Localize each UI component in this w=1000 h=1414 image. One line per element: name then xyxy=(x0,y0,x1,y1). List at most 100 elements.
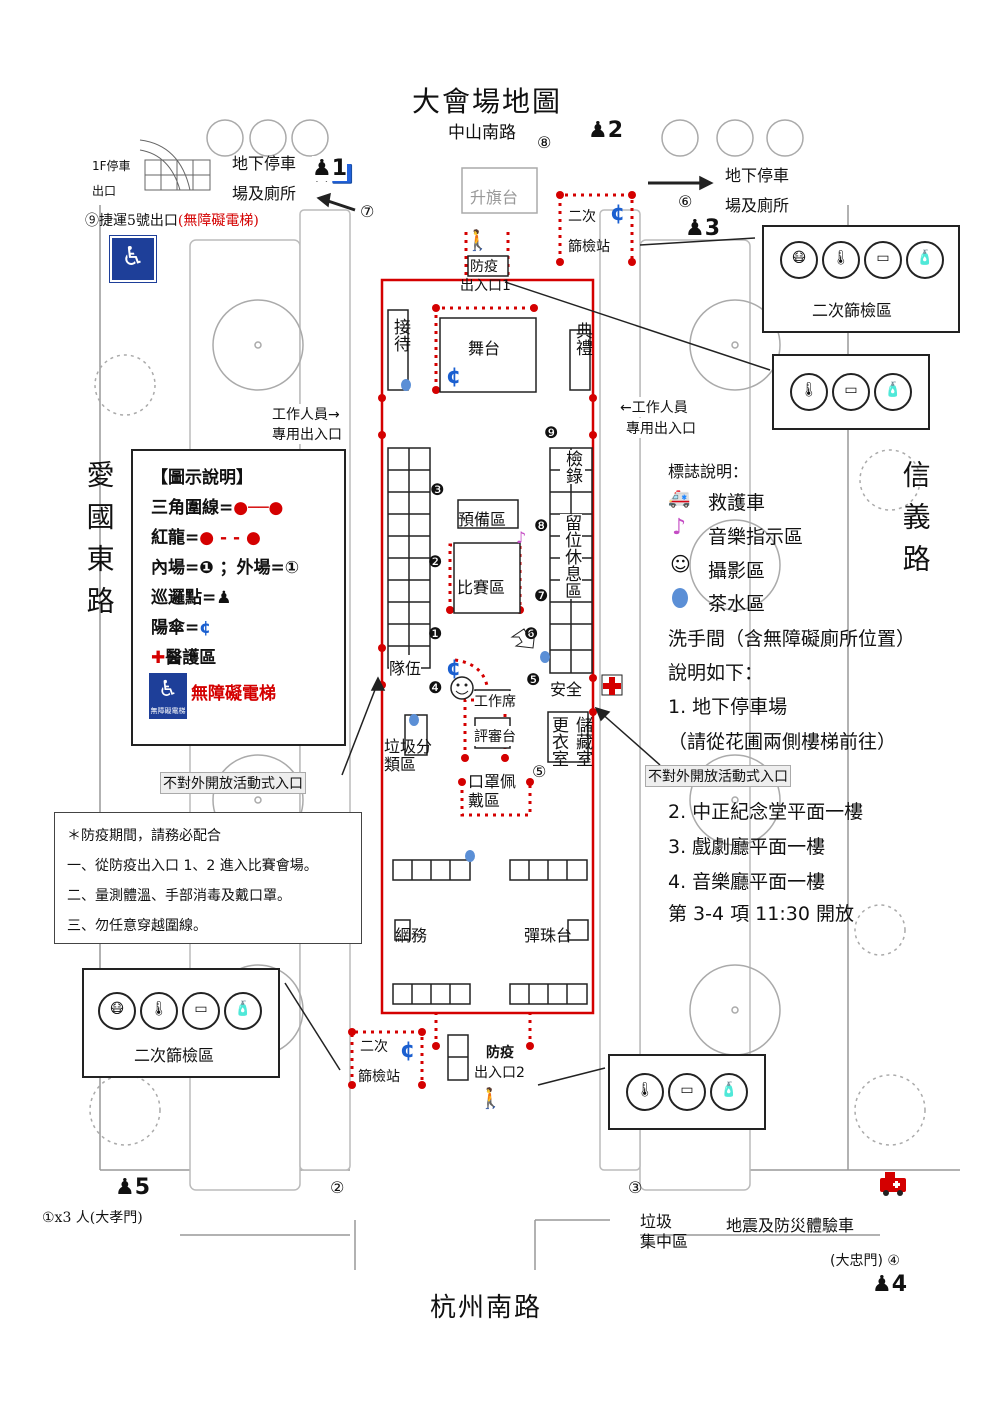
accessible-elevator-icon: ♿ xyxy=(109,235,157,283)
parking-1f-label: 1F停車 xyxy=(92,159,131,173)
parking-exit-label: 出口 xyxy=(92,184,117,198)
covid-line-0: ＊防疫期間，請務必配合 xyxy=(67,828,221,844)
medical-cross-icon: ✚ xyxy=(151,648,166,668)
road-east: 信義路 xyxy=(898,460,932,586)
sign-photo: 攝影區 xyxy=(708,560,766,582)
entrance-2-check-box: 🌡▭🧴 xyxy=(608,1054,766,1130)
patrol-2-number: 2 xyxy=(607,118,624,143)
sign-music: 音樂指示區 xyxy=(708,526,804,548)
entrance-1-label-a: 防疫 xyxy=(470,259,498,275)
sign-ambulance: 救護車 xyxy=(708,492,766,514)
sign-item-4: 4. 音樂廳平面一樓 xyxy=(668,871,826,893)
sanitizer-icon: 🧴 xyxy=(906,241,944,279)
inner-mark-8: ❽ xyxy=(534,516,549,535)
inner-mark-5: ❺ xyxy=(526,670,541,689)
screening-area-label-bottom: 二次篩檢區 xyxy=(134,1046,215,1065)
thermometer-icon: 🌡 xyxy=(140,992,178,1030)
storage-room-label: 儲藏室 xyxy=(572,716,592,767)
flagpole-label: 升旗台 xyxy=(470,188,519,207)
circle-7: ⑦ xyxy=(360,202,375,221)
legend-triangle: 三角圍線=●──● xyxy=(151,493,283,518)
patrol-point-3: ♟3 xyxy=(685,216,721,241)
changing-room-label: 更衣室 xyxy=(548,716,568,767)
mrt-exit-label: ⑨捷運5號出口(無障礙電梯) xyxy=(85,210,259,230)
secondary-screening-area-bottom: 😷🌡▭🧴 二次篩檢區 xyxy=(82,968,280,1078)
legend-accessible-label: 無障礙電梯 xyxy=(191,684,276,704)
legend-medical: ✚醫護區 xyxy=(151,643,216,668)
mrt-accessible-text: (無障礙電梯) xyxy=(177,213,259,229)
reception-label: 接待 xyxy=(390,318,410,352)
legend-patrol-label: 巡邏點= xyxy=(151,588,217,608)
thermometer-icon: 🌡 xyxy=(822,241,860,279)
sign-item-2: 2. 中正紀念堂平面一樓 xyxy=(668,801,864,823)
gate-4-label: (大忠門) ④ xyxy=(830,1253,900,1269)
triangle-line-icon: ●──● xyxy=(233,498,284,518)
sign-item-3: 3. 戲劇廳平面一樓 xyxy=(668,836,826,858)
legend-barrier-label: 紅龍= xyxy=(151,528,200,548)
patrol-1-number: 1 xyxy=(331,156,348,181)
covid-notice: ＊防疫期間，請務必配合 一、從防疫出入口 1、2 進入比賽會場。 二、量測體溫、… xyxy=(54,812,362,944)
entrance-1-check-box: 🌡▭🧴 xyxy=(772,354,930,430)
covid-line-2: 二、量測體溫、手部消毒及戴口罩。 xyxy=(67,888,291,904)
inner-mark-3: ❸ xyxy=(430,480,445,499)
secondary-screening-area-top: 😷🌡▭🧴 二次篩檢區 xyxy=(762,225,960,333)
patrol-5-number: 5 xyxy=(134,1175,151,1200)
legend-badge-text: 無障礙電梯 xyxy=(150,707,186,715)
inner-mark-7: ❼ xyxy=(534,586,549,605)
legend-barrier: 紅龍=● - - ● xyxy=(151,523,261,548)
sign-item-1-note: （請從花圃兩側樓梯前往） xyxy=(668,731,897,753)
svg-text:¢: ¢ xyxy=(400,1038,415,1063)
legend-box: 【圖示說明】 三角圍線=●──● 紅龍=● - - ● 內場=❶ ；外場=① 巡… xyxy=(131,449,346,746)
gate-1-label: ①x3 人(大孝門) xyxy=(42,1210,143,1226)
legend-umbrella-label: 陽傘= xyxy=(151,618,200,638)
sign-note: 第 3-4 項 11:30 開放 xyxy=(668,903,854,925)
thermometer-icon: 🌡 xyxy=(626,1073,664,1111)
legend-heading: 【圖示說明】 xyxy=(151,468,253,488)
screening-station-top-1: 二次 xyxy=(568,209,596,225)
mask-icon: ▭ xyxy=(864,241,902,279)
patrol-icon: ♟ xyxy=(216,588,232,608)
closed-entrance-left: 不對外開放活動式入口 xyxy=(160,772,306,794)
patrol-point-5: ♟5 xyxy=(115,1175,151,1200)
patrol-4-number: 4 xyxy=(891,1272,908,1297)
rest-area-label: 留位休息區 xyxy=(560,514,583,599)
staff-entrance-right-2: 專用出入口 xyxy=(626,418,696,438)
sign-explain: 說明如下： xyxy=(668,662,764,684)
screening-station-bottom-1: 二次 xyxy=(360,1039,388,1055)
patrol-point-1-label: ♟1 xyxy=(312,156,348,181)
outer-mark-5: ⑤ xyxy=(532,762,547,781)
earthquake-vehicle-label: 地震及防災體驗車 xyxy=(726,1216,855,1235)
covid-line-3: 三、勿任意穿越圍線。 xyxy=(67,918,207,934)
underground-parking-left-1: 地下停車 xyxy=(232,154,297,173)
mask-icon: ▭ xyxy=(182,992,220,1030)
screening-station-bottom-2: 篩檢站 xyxy=(358,1069,400,1085)
smiley-icon: ☺ xyxy=(670,552,691,576)
legend-triangle-label: 三角圍線= xyxy=(151,498,234,518)
legend-accessible-badge: ♿無障礙電梯 xyxy=(149,673,187,719)
sign-item-1: 1. 地下停車場 xyxy=(668,696,788,718)
network-label: 網務 xyxy=(395,926,428,945)
tea-drop-icon xyxy=(672,588,688,608)
umbrella-icon: ¢ xyxy=(199,618,212,638)
entrance-2-label-b: 出入口2 xyxy=(474,1065,525,1081)
barrier-line-icon: ● - - ● xyxy=(199,528,261,548)
sign-restroom: 洗手間（含無障礙廁所位置） xyxy=(668,628,916,650)
walker-icon-top: 🚶 xyxy=(465,228,490,252)
prep-area-label: 預備區 xyxy=(458,510,507,529)
legend-umbrella: 陽傘=¢ xyxy=(151,613,211,638)
underground-parking-right-2: 場及廁所 xyxy=(725,196,790,215)
circle-3-bottom: ③ xyxy=(628,1178,643,1197)
temperature-icon: 😷 xyxy=(780,241,818,279)
entrance-1-label-b: 出入口1 xyxy=(460,278,511,294)
signs-heading: 標誌說明： xyxy=(668,462,749,481)
legend-medical-label: 醫護區 xyxy=(165,648,217,668)
patrol-3-number: 3 xyxy=(704,216,721,241)
mask-icon: ▭ xyxy=(668,1073,706,1111)
inner-mark-6: ❻ xyxy=(524,624,539,643)
temperature-icon: 😷 xyxy=(98,992,136,1030)
svg-text:¢: ¢ xyxy=(446,364,461,389)
underground-parking-right-1: 地下停車 xyxy=(725,166,790,185)
screening-area-label-top: 二次篩檢區 xyxy=(812,301,893,320)
legend-patrol: 巡邏點=♟ xyxy=(151,583,232,608)
underground-parking-left-2: 場及廁所 xyxy=(232,184,297,203)
